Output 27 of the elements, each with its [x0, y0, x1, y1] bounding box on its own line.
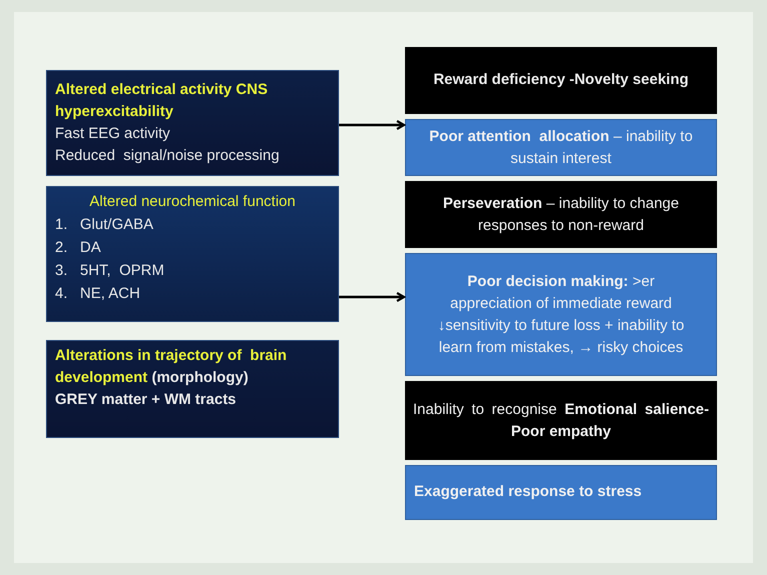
box-text: Fast EEG activity: [55, 124, 172, 144]
box-text: Reduced signal/noise processing: [55, 146, 280, 166]
mechanism-box: [46, 186, 339, 322]
list-item: 4. NE, ACH: [55, 284, 142, 304]
box-heading: Altered neurochemical function: [88, 192, 296, 212]
outcome-box: [405, 465, 717, 520]
box-text: Perseveration – inability to change responses to non-reward: [442, 194, 680, 236]
box-heading: Altered electrical activity CNS hyperexcitability: [55, 80, 269, 122]
outcome-box: [405, 381, 717, 460]
box-text: Inability to recognise Emotional salience- Poor empathy: [413, 400, 709, 442]
box-text: Poor attention allocation – inability to sustain interest: [428, 126, 694, 168]
mechanism-box: [46, 70, 339, 176]
list-item: 2. DA: [55, 238, 102, 258]
box-text: Reward deficiency -Novelty seeking: [433, 70, 689, 90]
box-text: Poor decision making: >er appreciation of immediate reward ↓sensitivity to future loss + inability to learn from mistakes, → risky choices: [436, 272, 686, 358]
box-text: Exaggerated response to stress: [414, 482, 643, 502]
arrow: [339, 292, 406, 302]
mechanism-box: [46, 340, 339, 438]
list-item: 3. 5HT, OPRM: [55, 261, 166, 281]
outcome-box: [405, 181, 717, 248]
box-text: GREY matter + WM tracts: [55, 390, 238, 410]
list-item: 1. Glut/GABA: [55, 215, 154, 235]
outcome-box: [405, 47, 717, 114]
arrow: [339, 120, 406, 130]
outcome-box: [405, 119, 717, 176]
outcome-box: [405, 253, 717, 376]
box-heading: Alterations in trajectory of brain development (morphology): [55, 346, 288, 388]
